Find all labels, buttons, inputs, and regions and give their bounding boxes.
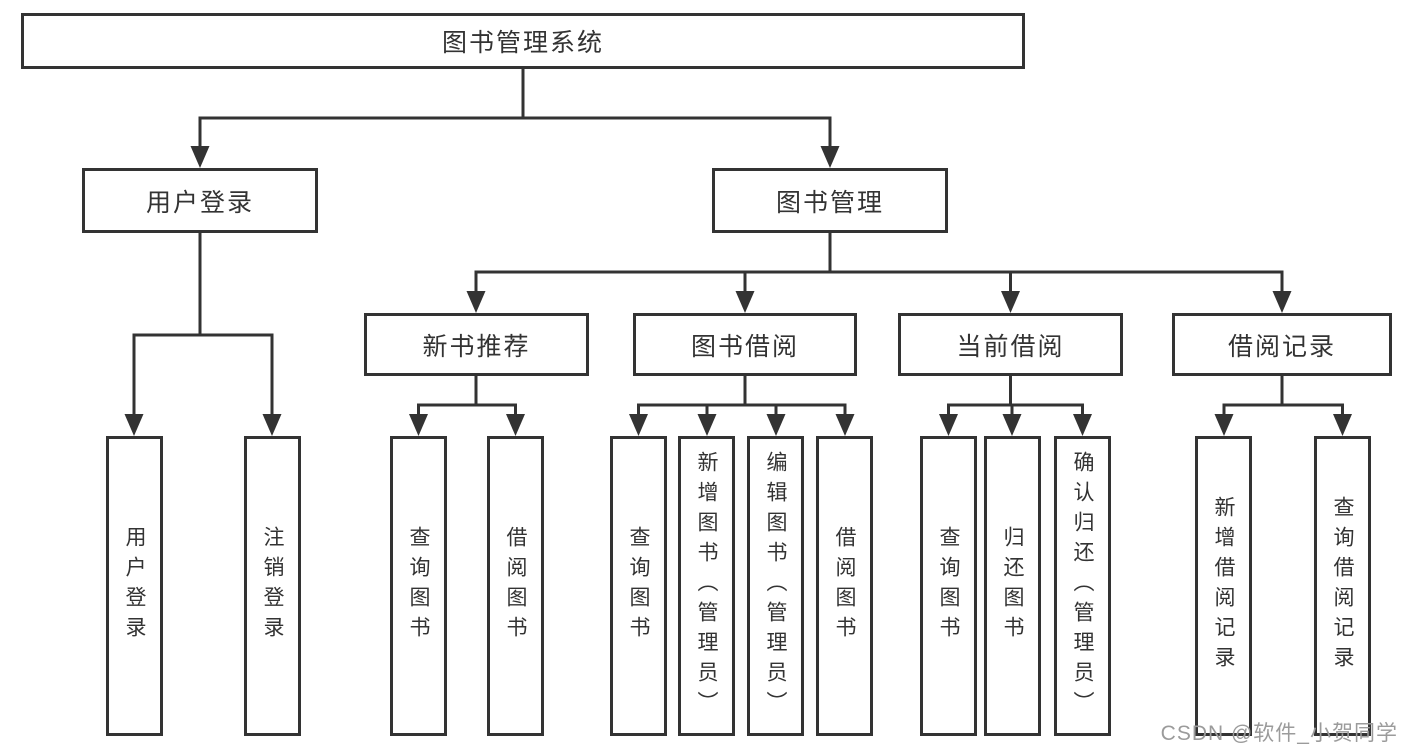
node-book-borrow: 图书借阅 <box>633 313 857 376</box>
leaf-user-login: 用户登录 <box>106 436 163 736</box>
leaf-borrow-books-recommend-label: 借阅图书 <box>504 526 527 646</box>
leaf-query-books-borrow-label: 查询图书 <box>627 526 650 646</box>
leaf-query-books-recommend-label: 查询图书 <box>407 526 430 646</box>
leaf-add-borrow-record: 新增借阅记录 <box>1195 436 1252 736</box>
leaf-logout: 注销登录 <box>244 436 301 736</box>
node-current-borrow: 当前借阅 <box>898 313 1123 376</box>
node-borrow-records: 借阅记录 <box>1172 313 1392 376</box>
leaf-query-borrow-record: 查询借阅记录 <box>1314 436 1371 736</box>
leaf-return-books-label: 归还图书 <box>1001 526 1024 646</box>
node-book-management-label: 图书管理 <box>775 188 884 217</box>
connector-current-to-leaves <box>947 376 1084 420</box>
leaf-query-books-borrow: 查询图书 <box>610 436 667 736</box>
leaf-query-books-current: 查询图书 <box>920 436 977 736</box>
leaf-query-books-recommend: 查询图书 <box>390 436 447 736</box>
leaf-query-borrow-record-label: 查询借阅记录 <box>1331 496 1354 676</box>
node-user-login-label: 用户登录 <box>145 188 254 217</box>
leaf-borrow-books-recommend: 借阅图书 <box>487 436 544 736</box>
node-book-management: 图书管理 <box>712 168 948 233</box>
node-current-borrow-label: 当前借阅 <box>956 332 1065 361</box>
node-new-book-recommend-label: 新书推荐 <box>422 332 531 361</box>
leaf-query-books-current-label: 查询图书 <box>937 526 960 646</box>
leaf-logout-label: 注销登录 <box>261 526 284 646</box>
leaf-add-borrow-record-label: 新增借阅记录 <box>1212 496 1235 676</box>
connector-management-to-level3 <box>474 233 1284 297</box>
connector-records-to-leaves <box>1222 376 1344 420</box>
node-root: 图书管理系统 <box>21 13 1025 69</box>
node-book-borrow-label: 图书借阅 <box>690 332 799 361</box>
leaf-return-books: 归还图书 <box>984 436 1041 736</box>
leaf-edit-books-admin-label: 编辑图书（管理员） <box>764 451 787 721</box>
leaf-borrow-books-label: 借阅图书 <box>833 526 856 646</box>
leaf-edit-books-admin: 编辑图书（管理员） <box>747 436 804 736</box>
leaf-borrow-books: 借阅图书 <box>816 436 873 736</box>
watermark: CSDN @软件_小贺同学 <box>1160 722 1398 745</box>
leaf-user-login-label: 用户登录 <box>123 526 146 646</box>
leaf-confirm-return-admin: 确认归还（管理员） <box>1054 436 1111 736</box>
connector-recommend-to-leaves <box>417 376 517 420</box>
leaf-add-books-admin: 新增图书（管理员） <box>678 436 735 736</box>
connector-root-to-level2 <box>198 69 832 152</box>
node-user-login: 用户登录 <box>82 168 318 233</box>
connector-borrow-to-leaves <box>637 376 847 420</box>
node-root-label: 图书管理系统 <box>441 29 604 57</box>
node-borrow-records-label: 借阅记录 <box>1227 332 1336 361</box>
node-new-book-recommend: 新书推荐 <box>364 313 589 376</box>
connector-login-to-leaves <box>132 233 274 420</box>
leaf-add-books-admin-label: 新增图书（管理员） <box>695 451 718 721</box>
leaf-confirm-return-admin-label: 确认归还（管理员） <box>1071 451 1094 721</box>
